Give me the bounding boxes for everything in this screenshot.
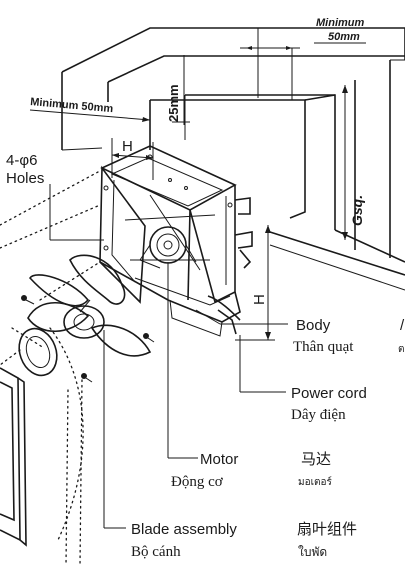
power-cord-label-vi: Dây điện — [291, 407, 346, 423]
motor-label-th: มอเตอร์ — [298, 476, 333, 488]
dimension-h-side-label: H — [251, 294, 268, 305]
power-cord-callout: Power cord Dây điện — [239, 335, 367, 423]
screws — [21, 295, 155, 383]
body-callout: Body Thân quạt / — [195, 309, 405, 355]
motor-label-vi: Động cơ — [171, 474, 224, 490]
holes-callout: 4-φ6 Holes — [6, 152, 104, 241]
dimension-h-side: H — [235, 225, 275, 341]
dimension-min-top-line1: Minimum — [316, 17, 364, 29]
fan-body — [99, 145, 253, 337]
dimension-25mm-label: 25mm — [166, 84, 181, 122]
dimension-min-top-line2: 50mm — [328, 31, 360, 43]
motor-label-en: Motor — [200, 451, 238, 468]
blade-assembly-label-vi: Bộ cánh — [131, 544, 181, 560]
blade-assembly-label-en: Blade assembly — [131, 521, 237, 538]
motor — [139, 226, 197, 269]
holes-label-line1: 4-φ6 — [6, 152, 37, 169]
dimension-top-min-50mm: Minimum 50mm — [240, 17, 366, 100]
motor-callout: Motor Động cơ 马达 มอเตอร์ — [167, 262, 333, 490]
dimension-side-min-50mm: Minimum 50mm — [30, 96, 151, 122]
svg-text:/: / — [400, 317, 405, 334]
ceiling-opening-outline — [61, 27, 405, 291]
blade-assembly-label-zh: 扇叶组件 — [297, 521, 357, 538]
spinner-disc — [18, 327, 58, 377]
holes-label-line2: Holes — [6, 170, 44, 187]
blade-assembly-callout: Blade assembly Bộ cánh 扇叶组件 ใบพัด — [103, 330, 357, 560]
body-label-vi: Thân quạt — [293, 339, 354, 355]
dimension-h-top: H — [111, 138, 154, 180]
dimension-min-side-label: Minimum 50mm — [30, 96, 114, 115]
dimension-h-top-label: H — [122, 138, 133, 155]
dimension-25mm: 25mm — [166, 55, 190, 125]
dimension-gsq: Gsq. — [342, 85, 365, 240]
motor-label-zh: 马达 — [301, 451, 331, 468]
power-cord-label-en: Power cord — [291, 385, 367, 402]
blade-assembly — [27, 254, 152, 357]
dimension-gsq-label: Gsq. — [349, 195, 365, 226]
blade-assembly-label-th: ใบพัด — [298, 545, 327, 559]
svg-text:ต: ต — [398, 344, 405, 355]
front-grille-panel — [0, 367, 27, 547]
body-label-en: Body — [296, 317, 331, 334]
